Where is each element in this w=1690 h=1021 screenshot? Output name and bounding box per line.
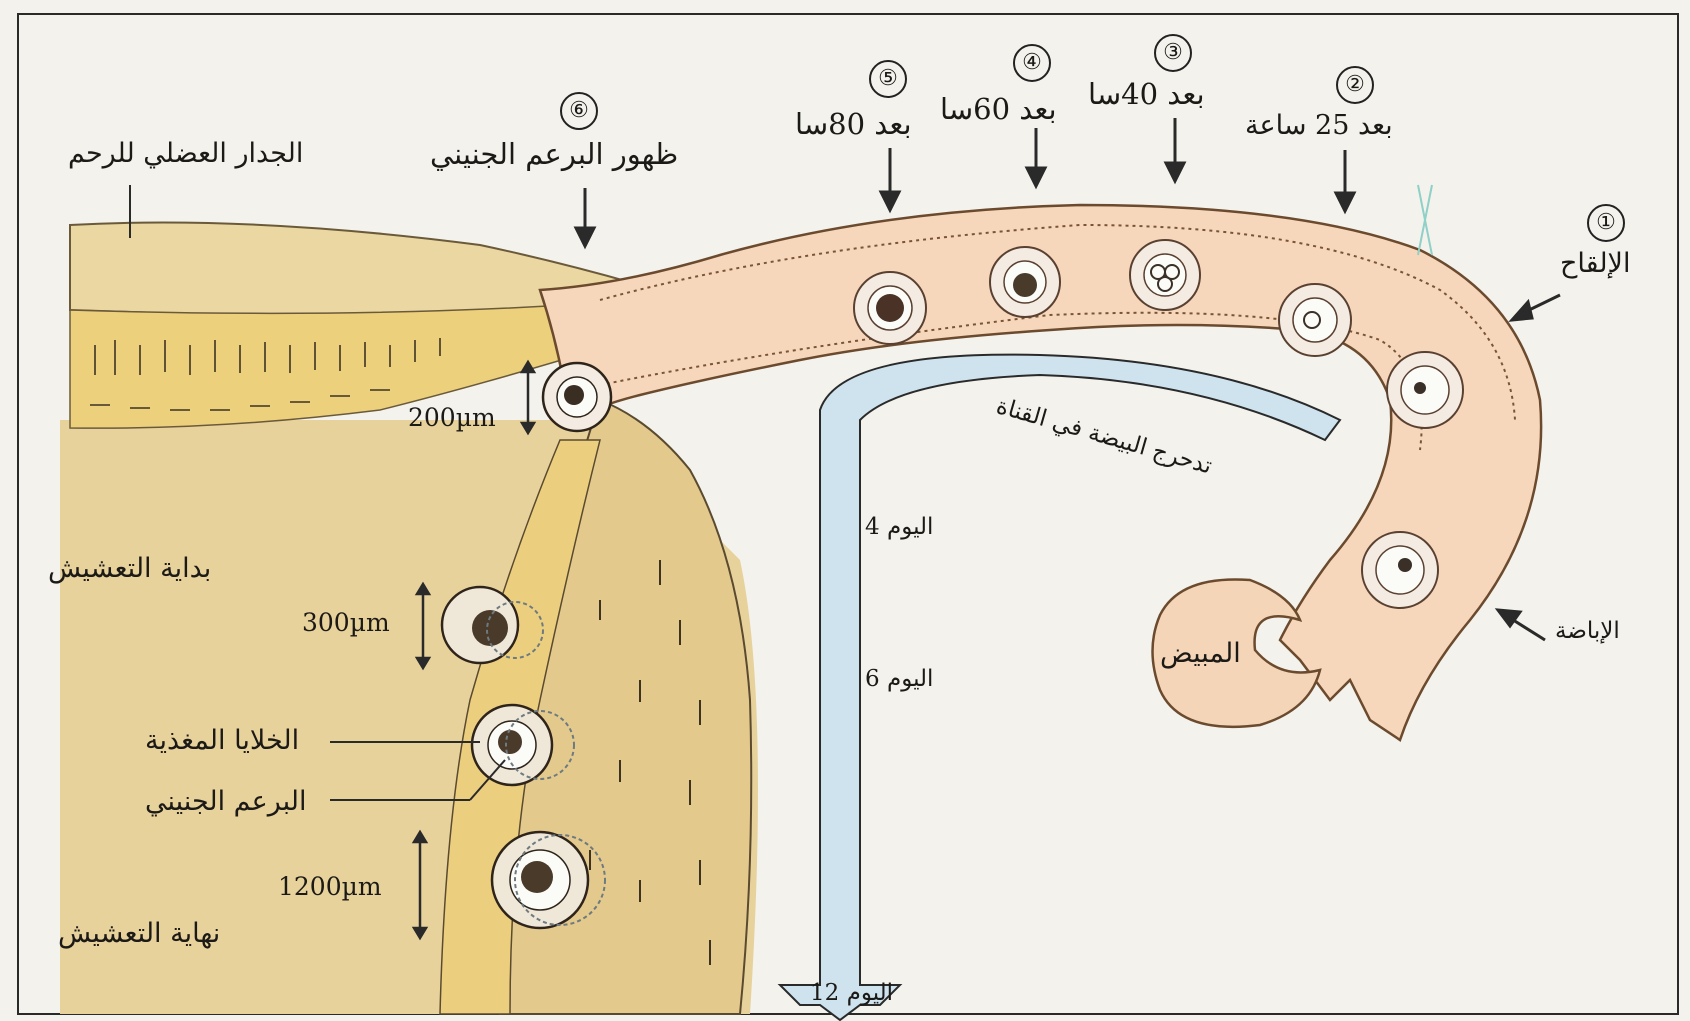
- label-size-200: 200µm: [408, 405, 496, 430]
- label-fertilization: الإلقاح: [1560, 250, 1630, 277]
- egg-60h: [990, 247, 1060, 317]
- label-implantation-end: نهاية التعشيش: [58, 920, 220, 947]
- egg-25h: [1279, 284, 1351, 356]
- label-size-1200: 1200µm: [278, 874, 382, 899]
- egg-80h: [854, 272, 926, 344]
- label-trophoblast: الخلايا المغذية: [145, 727, 299, 754]
- label-size-300: 300µm: [302, 610, 390, 635]
- label-day-6: اليوم 6: [865, 668, 933, 691]
- blastocyst-200: [543, 363, 611, 431]
- label-after-60h: بعد 60سا: [940, 95, 1057, 124]
- step-marker-6: ⑥: [560, 92, 598, 130]
- label-embryo-bud-appearance: ظهور البرعم الجنيني: [430, 140, 678, 169]
- label-day-4: اليوم 4: [865, 516, 933, 539]
- step-marker-2: ②: [1336, 66, 1374, 104]
- label-embryonic-bud: البرعم الجنيني: [145, 788, 307, 815]
- step-marker-1: ①: [1587, 204, 1625, 242]
- pen-mark: [1418, 185, 1432, 255]
- egg-40h: [1130, 240, 1200, 310]
- step-marker-5: ⑤: [869, 60, 907, 98]
- label-after-40h: بعد 40سا: [1088, 80, 1205, 109]
- egg-ovulated: [1362, 532, 1438, 608]
- label-uterine-wall: الجدار العضلي للرحم: [68, 140, 303, 167]
- label-day-12: اليوم 12: [810, 982, 893, 1005]
- egg-fertilization: [1387, 352, 1463, 428]
- label-implantation-start: بداية التعشيش: [48, 555, 211, 582]
- label-after-25h: بعد 25 ساعة: [1245, 112, 1393, 139]
- label-after-80h: بعد 80سا: [795, 110, 912, 139]
- label-ovary: المبيض: [1160, 640, 1241, 667]
- label-ovulation: الإباضة: [1555, 620, 1620, 643]
- step-marker-4: ④: [1013, 44, 1051, 82]
- step-marker-3: ③: [1154, 34, 1192, 72]
